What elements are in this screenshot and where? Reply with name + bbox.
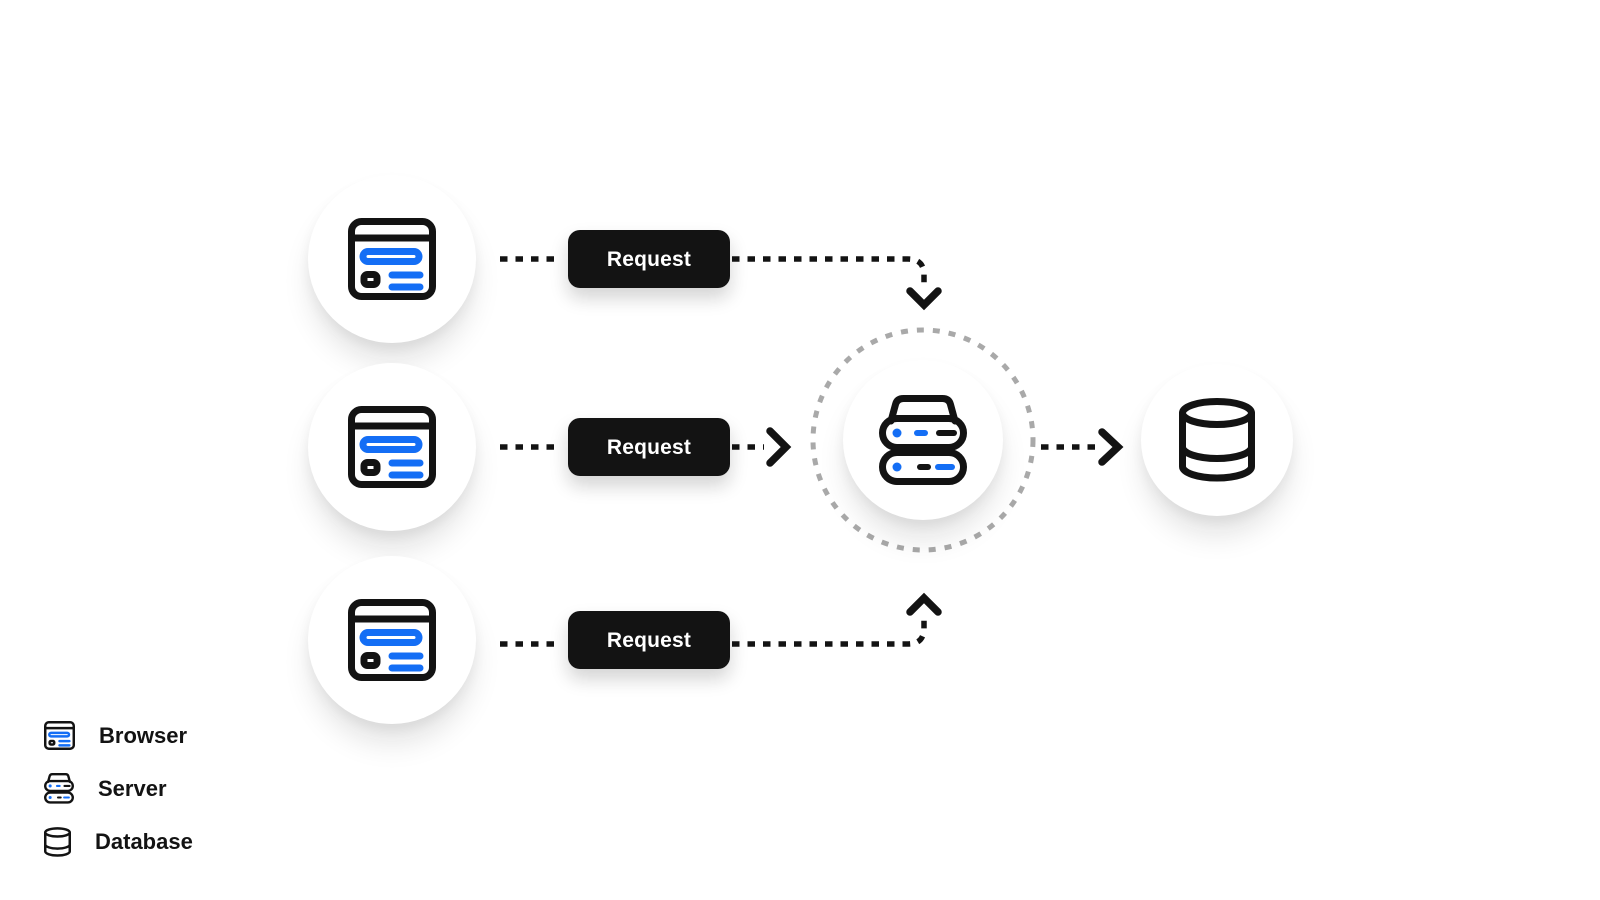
legend-label-database: Database <box>95 828 193 854</box>
request-pill-3: Request <box>568 611 730 669</box>
request-label: Request <box>606 628 692 652</box>
browser-node-1 <box>308 175 476 343</box>
arrow-right-icon <box>766 427 792 467</box>
browser-icon <box>348 599 436 681</box>
legend-item-browser: Browser <box>44 720 193 751</box>
database-node <box>1141 364 1293 516</box>
legend-item-database: Database <box>44 826 193 857</box>
legend-item-server: Server <box>44 773 193 804</box>
request-label: Request <box>606 247 692 271</box>
arrow-up-icon <box>906 592 942 616</box>
request3-to-server-line <box>732 616 927 647</box>
database-icon <box>1179 398 1255 482</box>
server-node <box>843 360 1003 520</box>
browser-icon <box>348 406 436 488</box>
legend-label-server: Server <box>98 775 167 801</box>
browser-node-3 <box>308 556 476 724</box>
server-icon <box>44 773 74 804</box>
legend-label-browser: Browser <box>99 722 188 748</box>
request-pill-1: Request <box>568 230 730 288</box>
database-icon <box>44 827 71 857</box>
arrow-right-icon <box>1098 428 1124 466</box>
browser-icon <box>44 721 75 750</box>
request-label: Request <box>606 435 692 459</box>
server-icon <box>879 395 967 486</box>
browser-icon <box>348 218 436 300</box>
request-pill-2: Request <box>568 418 730 476</box>
request1-to-server-line <box>732 256 927 288</box>
arrow-down-icon <box>906 287 942 311</box>
browser-node-2 <box>308 363 476 531</box>
legend: Browser Server Database <box>44 720 193 857</box>
